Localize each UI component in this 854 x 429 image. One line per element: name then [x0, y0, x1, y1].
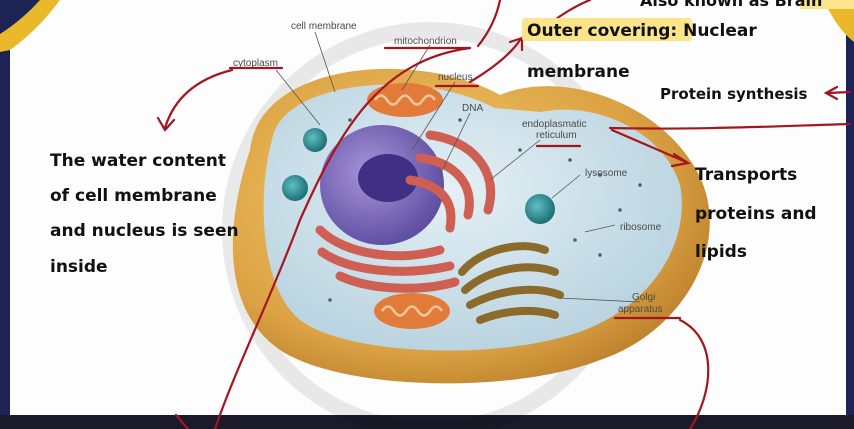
- note-er-line1: Transports: [695, 165, 797, 185]
- note-cytoplasm-line2: of cell membrane: [50, 186, 217, 206]
- label-nucleus: nucleus: [438, 72, 472, 83]
- note-outer-covering: Outer covering: Nuclear: [527, 21, 757, 41]
- label-ribosome: ribosome: [620, 222, 662, 233]
- note-nuclear-membrane: membrane: [527, 62, 630, 82]
- note-cytoplasm-line4: inside: [50, 257, 108, 277]
- arrow-protein-synthesis: [828, 92, 850, 93]
- note-cytoplasm-line3: and nucleus is seen: [50, 221, 239, 241]
- mitochondrion-top: [367, 83, 443, 117]
- note-cytoplasm-line1: The water content: [50, 151, 226, 171]
- note-protein-synthesis: Protein synthesis: [660, 85, 808, 103]
- label-dna: DNA: [462, 103, 483, 114]
- label-er-line1: endoplasmatic: [522, 119, 586, 130]
- note-er-line3: lipids: [695, 242, 747, 262]
- mitochondrion-bottom: [374, 293, 450, 329]
- right-frame-bar: [846, 0, 854, 429]
- label-cell-membrane: cell membrane: [291, 21, 357, 32]
- line-golgi-down: [680, 320, 708, 429]
- label-er-line2: reticulum: [536, 130, 577, 141]
- arrow-cytoplasm-curve: [165, 70, 232, 128]
- label-golgi-line2: apparatus: [618, 304, 662, 315]
- left-frame-bar: [0, 0, 10, 429]
- label-golgi-line1: Golgi: [632, 292, 655, 303]
- note-er-line2: proteins and: [695, 204, 817, 224]
- label-mitochondrion: mitochondrion: [394, 36, 457, 47]
- note-also-known-as: Also known as Brain: [640, 0, 822, 10]
- lysosome: [525, 194, 555, 224]
- label-lysosome: lysosome: [585, 168, 628, 179]
